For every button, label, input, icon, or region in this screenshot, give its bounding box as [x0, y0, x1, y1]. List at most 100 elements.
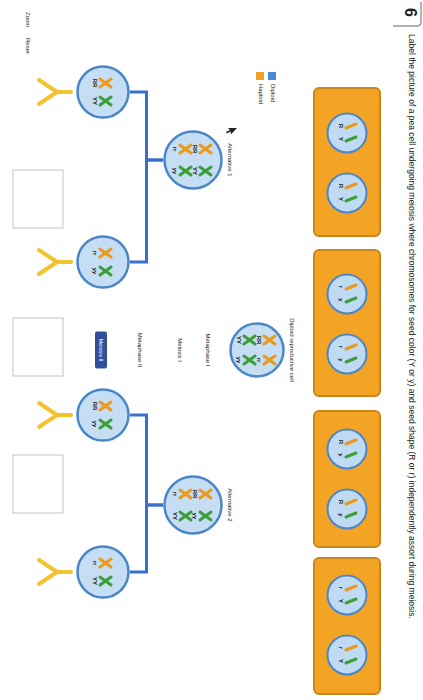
cell-outline — [76, 65, 130, 119]
cell-outline — [229, 322, 285, 378]
drop-box — [13, 455, 63, 513]
gamete-cell: rY — [326, 574, 368, 616]
cell: Diploid reproductive cellRRrrYYyy — [229, 322, 285, 378]
cell-membrane — [328, 275, 367, 314]
cell-membrane — [328, 114, 367, 153]
chromosome — [100, 577, 111, 585]
cell: RRyy — [76, 388, 130, 442]
split-connector — [130, 160, 163, 262]
allele-label: yy — [192, 513, 198, 520]
question-frame — [393, 2, 421, 26]
allele-label: r — [338, 346, 344, 348]
allele-label: Y — [338, 197, 344, 201]
allele-label: R — [338, 184, 344, 188]
chromatid — [346, 659, 356, 663]
cell-membrane — [165, 477, 222, 534]
chromosome — [200, 490, 211, 498]
chromosome — [200, 512, 211, 520]
allele-label: RR — [256, 336, 262, 345]
allele-label: Y — [338, 599, 344, 603]
cell: rryy — [76, 235, 130, 289]
cell-outline — [326, 634, 368, 676]
chromosome — [100, 79, 111, 87]
chromatid — [346, 137, 356, 141]
chromosome — [100, 402, 111, 410]
allele-label: rr — [172, 147, 178, 152]
legend-swatch — [257, 72, 265, 80]
chromosome — [264, 336, 275, 344]
cell-outline — [326, 428, 368, 470]
drop-box — [13, 318, 63, 376]
legend-text: Haploid — [258, 84, 264, 104]
chromosome — [244, 356, 255, 364]
allele-label: RR — [192, 490, 198, 499]
allele-label: yy — [92, 268, 98, 275]
allele-label: rr — [172, 492, 178, 497]
cell-membrane — [328, 430, 367, 469]
chromatid — [346, 298, 356, 302]
question-title: Label the picture of a pea cell undergoi… — [406, 34, 417, 684]
cell-membrane — [78, 237, 129, 288]
cell-heading: Alternative 1 — [227, 143, 233, 176]
stage-label: Metaphase II — [137, 333, 143, 368]
cell: Alternative 1RRYYrryy — [163, 130, 223, 190]
chromosome — [180, 512, 191, 520]
split-connector — [130, 92, 163, 160]
allele-label: R — [338, 440, 344, 444]
split-connector — [130, 505, 163, 572]
cell-outline — [76, 388, 130, 442]
allele-label: YY — [172, 512, 178, 520]
chromatid — [346, 345, 356, 349]
stage-label: Metaphase I — [205, 333, 211, 366]
allele-label: yy — [172, 168, 178, 175]
cell-membrane — [78, 547, 129, 598]
stage-label: Reset — [25, 38, 31, 54]
allele-label: r — [338, 286, 344, 288]
gamete-cell: Ry — [326, 488, 368, 530]
chromosome — [200, 145, 211, 153]
chromosome — [264, 356, 275, 364]
cell-outline — [326, 488, 368, 530]
allele-label: RR — [92, 79, 98, 88]
chromatid — [346, 646, 356, 650]
stage-label: 6 — [401, 8, 419, 17]
chromatid — [346, 586, 356, 590]
allele-label: YY — [236, 336, 242, 344]
gamete-cell: rY — [326, 634, 368, 676]
cell-outline — [76, 545, 130, 599]
answer-tile — [314, 558, 380, 694]
cell-heading: Diploid reproductive cell — [289, 318, 295, 382]
allele-label: y — [338, 513, 344, 516]
cursor — [226, 128, 237, 135]
allele-label: r — [338, 647, 344, 649]
chromatid — [346, 285, 356, 289]
answer-tile — [314, 88, 380, 236]
legend-row: Haploid — [256, 72, 265, 104]
chromatid — [346, 500, 356, 504]
cell-outline — [326, 333, 368, 375]
allele-label: Y — [338, 659, 344, 663]
allele-label: R — [338, 124, 344, 128]
cell-membrane — [231, 324, 284, 377]
stage-label: Meiosis I — [177, 338, 183, 362]
legend-row: Diploid — [268, 72, 277, 102]
allele-label: rr — [92, 561, 98, 566]
gamete-cell: ry — [326, 333, 368, 375]
cell-membrane — [165, 132, 222, 189]
allele-label: y — [338, 358, 344, 361]
allele-label: R — [338, 500, 344, 504]
allele-label: YY — [192, 167, 198, 175]
legend-text: Diploid — [270, 84, 276, 102]
cell: RRYY — [76, 65, 130, 119]
chromosome — [180, 490, 191, 498]
allele-label: Y — [338, 137, 344, 141]
drop-box — [13, 170, 63, 228]
cell-outline — [163, 475, 223, 535]
chromatid — [346, 358, 356, 362]
chromosome — [200, 167, 211, 175]
chromatid — [346, 599, 356, 603]
chromatid — [346, 513, 356, 517]
allele-label: y — [338, 298, 344, 301]
cell-membrane — [78, 390, 129, 441]
chromosome — [100, 559, 111, 567]
